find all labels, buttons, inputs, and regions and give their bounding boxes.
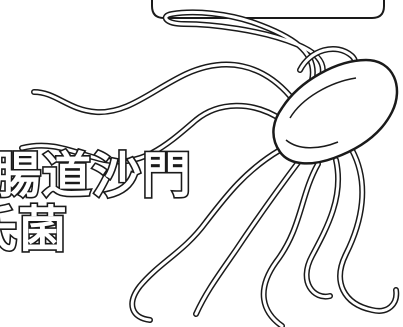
- title-line-2: 氏菌: [0, 201, 68, 258]
- flagellum-right: [337, 147, 400, 314]
- panel-border: [151, 0, 385, 19]
- bacterium-body: [272, 58, 399, 165]
- flagellum-bottom-right: [260, 161, 321, 327]
- flagella: [19, 9, 400, 327]
- title-line-1: 腸道沙門: [0, 147, 192, 204]
